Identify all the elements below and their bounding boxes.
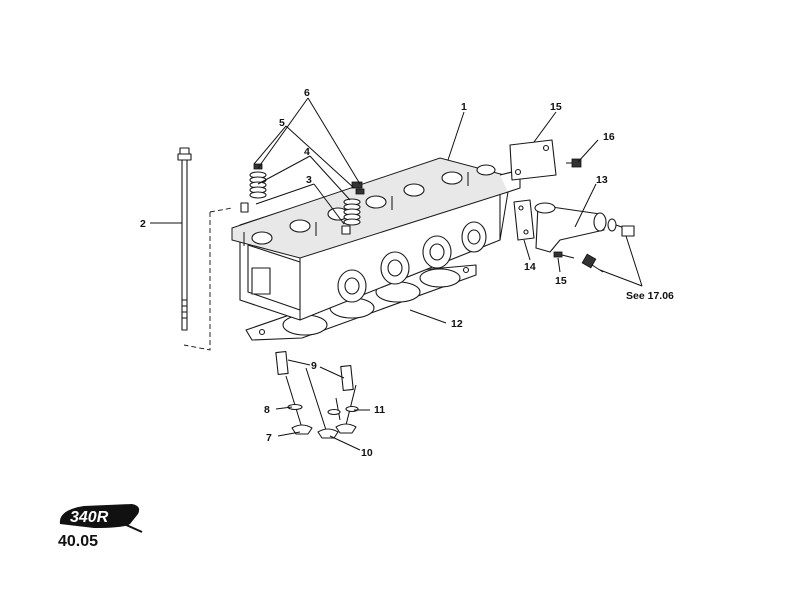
- page-reference: 40.05: [58, 533, 99, 550]
- leader-lines: [150, 97, 643, 451]
- bolt-dash-guide: [183, 207, 233, 351]
- callout-6: 6: [304, 87, 310, 99]
- callout-4: 4: [304, 146, 310, 158]
- valve-guides: [275, 350, 354, 392]
- callout-11: 11: [374, 404, 385, 416]
- temperature-sender: [566, 158, 582, 168]
- callout-14: 14: [524, 261, 536, 273]
- callout-8: 8: [264, 404, 270, 416]
- valve-exhaust-right: [327, 384, 359, 434]
- valve-spring-right: [341, 181, 365, 235]
- callout-16: 16: [603, 131, 615, 143]
- callout-7: 7: [266, 432, 272, 444]
- thermostat-gasket: [513, 199, 535, 241]
- callout-3: 3: [306, 174, 312, 186]
- callout-9: 9: [311, 360, 317, 372]
- callout-15-top: 15: [550, 101, 562, 113]
- callout-see-reference: See 17.06: [626, 290, 674, 302]
- head-bolt: [177, 147, 192, 331]
- callout-labels: 1 2 3 4 5 6 7 8 9 10 11 12 13 14 15 15 1…: [140, 87, 674, 459]
- callout-10: 10: [361, 447, 373, 459]
- valve-exhaust-left: [305, 367, 339, 439]
- callout-12: 12: [451, 318, 463, 330]
- callout-15-bottom: 15: [555, 275, 567, 287]
- valve-inlet: [285, 375, 313, 435]
- outlet-cover-plate: [509, 139, 557, 181]
- callout-2: 2: [140, 218, 146, 230]
- callout-1: 1: [461, 101, 467, 113]
- coolant-sensor: [581, 253, 604, 273]
- callout-5: 5: [279, 117, 285, 129]
- brand-logo: 340R: [59, 504, 143, 533]
- callout-13: 13: [596, 174, 608, 186]
- logo-text: 340R: [70, 509, 109, 526]
- housing-bolt: [553, 251, 575, 259]
- cylinder-head: [231, 157, 521, 321]
- head-gasket: [245, 264, 477, 341]
- thermostat-housing: [534, 202, 635, 253]
- valve-spring-left: [240, 163, 267, 213]
